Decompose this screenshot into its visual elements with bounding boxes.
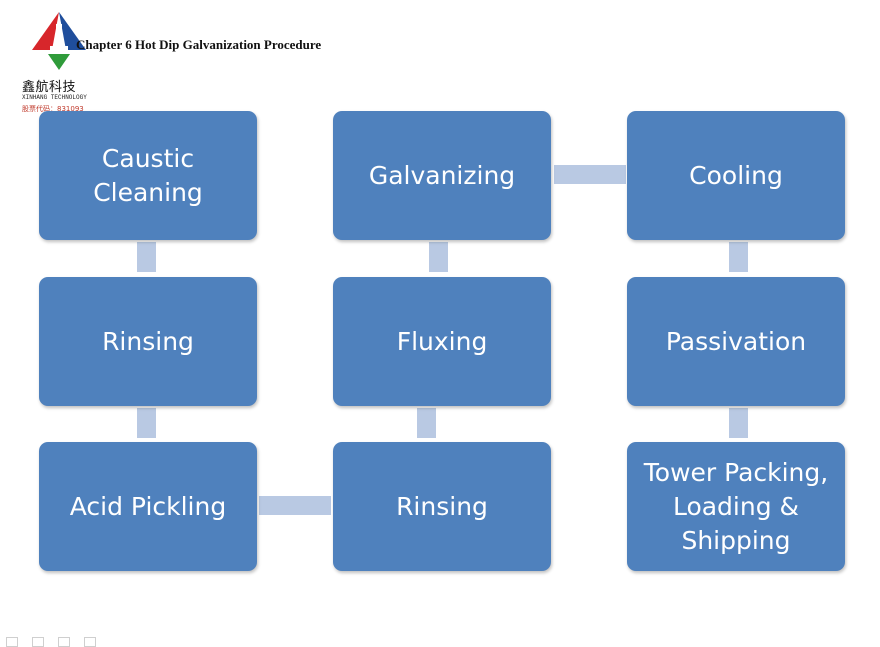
step-galvanizing: Galvanizing: [333, 111, 551, 240]
logo-emblem-icon: [32, 12, 86, 70]
connector-galvanizing-to-cooling: [554, 165, 626, 184]
logo-stock-code: 股票代码：831093: [22, 105, 84, 113]
menu-icon[interactable]: [58, 637, 70, 647]
connector-caustic-to-rinsing: [137, 242, 156, 272]
connector-passivation-to-packing: [729, 408, 748, 438]
step-fluxing: Fluxing: [333, 277, 551, 406]
step-cooling: Cooling: [627, 111, 845, 240]
chapter-title: Chapter 6 Hot Dip Galvanization Procedur…: [76, 37, 322, 52]
step-rinsing-first: Rinsing: [39, 277, 257, 406]
connector-rinsing-to-fluxing: [417, 408, 436, 438]
slide-nav-controls[interactable]: [6, 637, 96, 647]
step-passivation: Passivation: [627, 277, 845, 406]
step-acid-pickling: Acid Pickling: [39, 442, 257, 571]
next-slide-icon[interactable]: [84, 637, 96, 647]
connector-rinsing-to-pickling: [137, 408, 156, 438]
connector-fluxing-to-galvanizing: [429, 242, 448, 272]
step-rinsing-second: Rinsing: [333, 442, 551, 571]
pen-icon[interactable]: [32, 637, 44, 647]
logo-company-name-en: XINHANG TECHNOLOGY: [22, 94, 87, 101]
step-tower-packing: Tower Packing, Loading & Shipping: [627, 442, 845, 571]
connector-cooling-to-passivation: [729, 242, 748, 272]
prev-slide-icon[interactable]: [6, 637, 18, 647]
step-caustic-cleaning: Caustic Cleaning: [39, 111, 257, 240]
logo-company-name-cn: 鑫航科技: [22, 80, 77, 95]
connector-pickling-to-rinsing: [259, 496, 331, 515]
